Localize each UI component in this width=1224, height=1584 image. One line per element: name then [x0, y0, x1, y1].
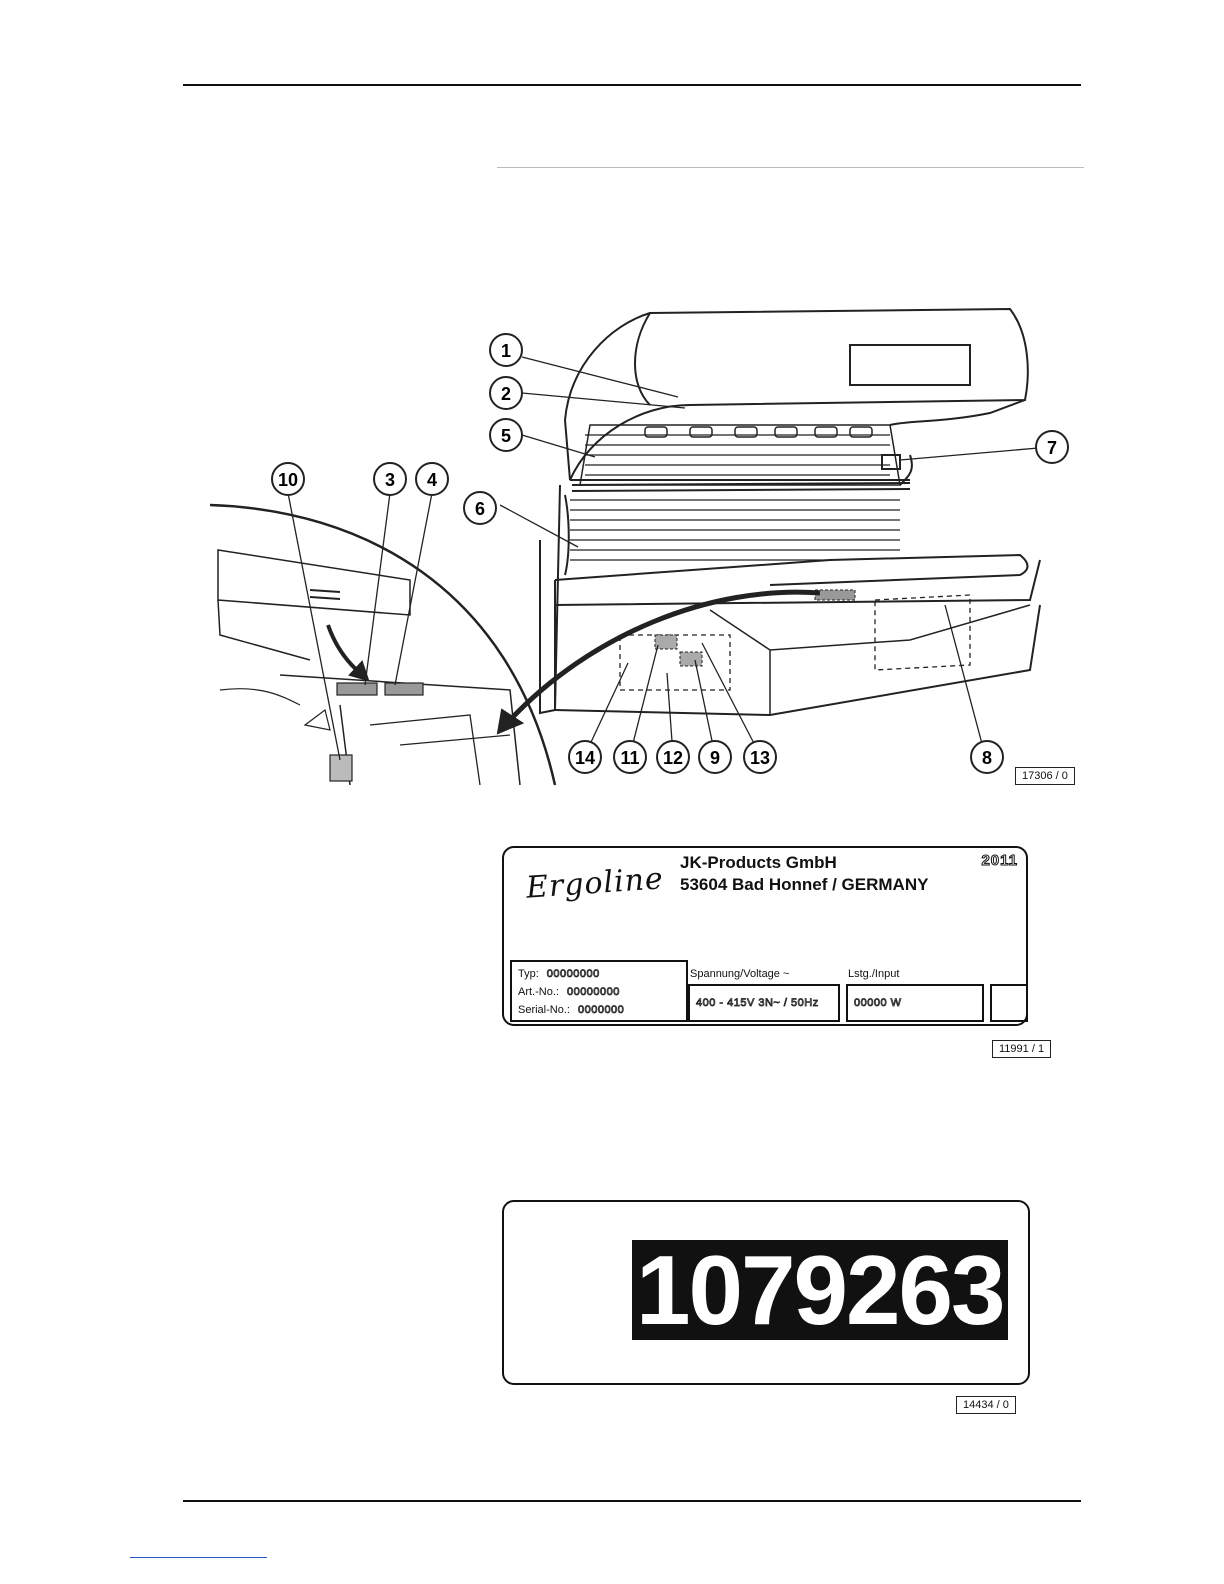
serial-number: 1079263	[632, 1240, 1008, 1340]
svg-text:14: 14	[575, 748, 595, 768]
type-box: Typ: 00000000 Art.-No.: 00000000 Serial-No…	[510, 960, 688, 1022]
callout-2: 2	[490, 377, 522, 409]
svg-text:11: 11	[620, 748, 639, 768]
svg-text:13: 13	[750, 748, 770, 768]
callout-8: 8	[971, 741, 1003, 773]
input-value: 00000 W	[854, 997, 902, 1009]
brand-logo: Ergoline	[525, 861, 665, 906]
svg-text:1: 1	[501, 341, 511, 361]
svg-text:6: 6	[475, 499, 485, 519]
callout-5: 5	[490, 419, 522, 451]
company-city: 53604 Bad Honnef / GERMANY	[680, 874, 928, 896]
svg-text:9: 9	[710, 748, 720, 768]
type-field: Typ: 00000000	[518, 968, 600, 981]
footer-link-underline[interactable]	[130, 1557, 267, 1558]
nameplate: Ergoline JK-Products GmbH 53604 Bad Honn…	[502, 846, 1028, 1026]
type-value: 00000000	[547, 968, 600, 980]
serial-label: Serial-No.:	[518, 1004, 570, 1016]
year-code: 2011	[981, 852, 1018, 869]
input-box: 00000 W	[846, 984, 984, 1022]
callout-3: 3	[374, 463, 406, 495]
callout-14: 14	[569, 741, 601, 773]
voltage-value: 400 - 415V 3N~ / 50Hz	[696, 997, 819, 1009]
callout-1: 1	[490, 334, 522, 366]
section-rule	[497, 167, 1084, 168]
art-label: Art.-No.:	[518, 986, 559, 998]
svg-text:10: 10	[278, 470, 298, 490]
figure-code: 17306 / 0	[1015, 767, 1075, 785]
art-value: 00000000	[567, 986, 620, 998]
voltage-box: 400 - 415V 3N~ / 50Hz	[688, 984, 840, 1022]
header-rule	[183, 84, 1081, 86]
tanning-bed-figure: 1 2 5 6 7 10 3 4 14 11 12 9 13 8	[210, 305, 1085, 790]
serial-value: 0000000	[578, 1004, 624, 1016]
svg-text:5: 5	[501, 426, 511, 446]
tanning-bed-drawing: 1 2 5 6 7 10 3 4 14 11 12 9 13 8	[210, 305, 1085, 790]
callout-4: 4	[416, 463, 448, 495]
callout-9: 9	[699, 741, 731, 773]
svg-text:12: 12	[663, 748, 683, 768]
callout-11: 11	[614, 741, 646, 773]
svg-text:4: 4	[427, 470, 437, 490]
voltage-label: Spannung/Voltage ~	[690, 968, 789, 980]
serial-label-code: 14434 / 0	[956, 1396, 1016, 1414]
callout-7: 7	[1036, 431, 1068, 463]
serial-label-plate: 1079263	[502, 1200, 1030, 1385]
serial-field: Serial-No.: 0000000	[518, 1004, 624, 1017]
svg-text:7: 7	[1047, 438, 1057, 458]
art-field: Art.-No.: 00000000	[518, 986, 620, 999]
svg-text:2: 2	[501, 384, 511, 404]
callout-12: 12	[657, 741, 689, 773]
callout-6: 6	[464, 492, 496, 524]
svg-text:8: 8	[982, 748, 992, 768]
nameplate-code: 11991 / 1	[992, 1040, 1051, 1058]
callout-13: 13	[744, 741, 776, 773]
type-label: Typ:	[518, 968, 539, 980]
company-address: JK-Products GmbH 53604 Bad Honnef / GERM…	[680, 852, 928, 896]
svg-text:3: 3	[385, 470, 395, 490]
company-name: JK-Products GmbH	[680, 852, 928, 874]
footer-rule	[183, 1500, 1081, 1502]
input-label: Lstg./Input	[848, 968, 899, 980]
callout-10: 10	[272, 463, 304, 495]
mark-box	[990, 984, 1028, 1022]
